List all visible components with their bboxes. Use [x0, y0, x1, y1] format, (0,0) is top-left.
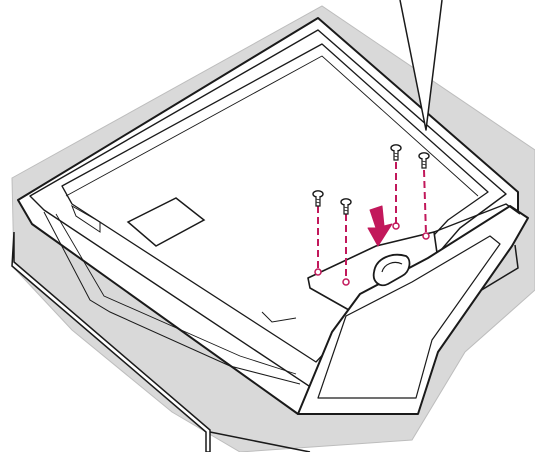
screw-hole	[315, 269, 321, 275]
screw-hole	[343, 279, 349, 285]
screw-hole	[423, 233, 429, 239]
